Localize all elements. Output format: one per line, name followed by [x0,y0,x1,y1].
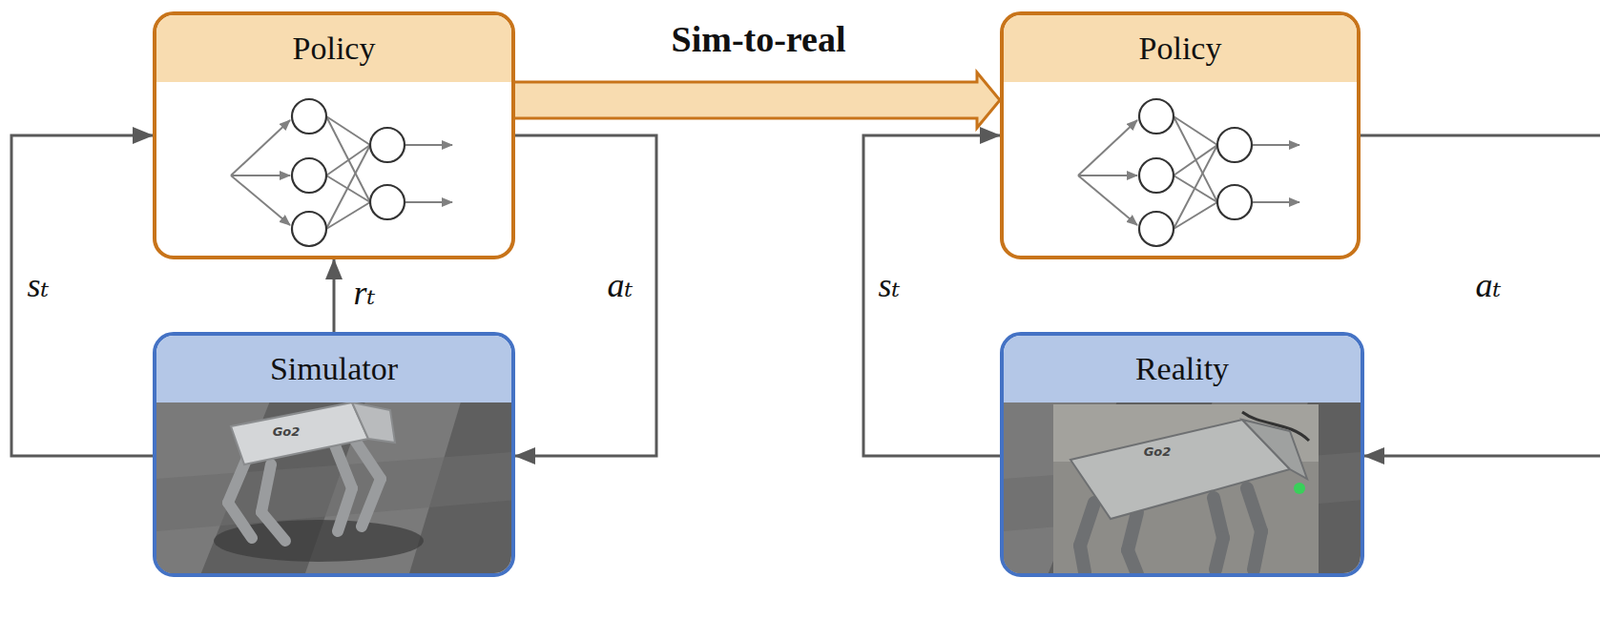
box-title: Policy [1139,15,1223,83]
reality-box: Reality [999,332,1365,578]
box-header: Simulator [156,335,512,403]
robot-photo [1127,550,1138,574]
robot-render [352,402,395,443]
neuron [1217,127,1252,163]
neural-network-icon [326,202,371,229]
robot-photo [1053,404,1319,574]
robot-photo [1053,404,1319,574]
neural-network-icon [1078,116,1300,229]
neural-network-icon [1078,174,1138,177]
neural-network-icon [230,120,291,176]
robot-render [261,512,286,541]
neuron [291,211,327,247]
neuron [370,185,405,220]
floor [156,398,512,574]
robot-photo [1080,502,1095,546]
neural-network-icon [1173,145,1218,176]
simulator-box: Simulator [152,332,516,578]
neuron [1139,211,1174,247]
box-header: Policy [156,15,512,83]
neural-network-icon [1251,201,1300,204]
robot-photo [1080,545,1085,573]
robot-photo [1253,531,1262,570]
connector-arrow [1360,135,1600,457]
connector-arrow [863,135,1000,457]
signal-label: sₜ [878,267,901,306]
neural-network-icon [230,174,291,177]
floor [156,450,512,532]
connector-arrow [332,259,336,333]
robot-photo [1215,538,1224,570]
robot-render [361,478,381,527]
neural-network-icon [230,175,291,226]
signal-label: aₜ [1475,267,1502,306]
box-title: Policy [292,15,376,83]
signal-label: rₜ [353,274,376,313]
neuron [1217,185,1252,220]
policy-box: Policy [152,11,516,260]
robot-render [352,436,381,479]
robot-render [230,402,369,465]
box-title: Simulator [270,335,398,403]
neuron [370,127,405,163]
neuron [1139,158,1174,193]
box-header: Reality [1003,335,1361,403]
robot-render [261,464,271,513]
floor [156,398,512,574]
neuron [291,99,327,134]
robot-render [228,502,252,539]
neuron [1139,99,1252,247]
transfer-arrow [513,72,1000,128]
neural-network-icon [1078,175,1138,226]
robot-photo [1293,482,1306,495]
neural-network-icon [404,201,453,204]
neuron [291,158,327,193]
robot-photo [1242,419,1308,479]
neural-network-icon [326,145,371,176]
robot-logo: Go2 [1143,444,1172,459]
box-title: Reality [1135,335,1229,403]
connector-arrow [11,135,153,457]
transfer-label: Sim-to-real [671,20,847,61]
policy-box: Policy [999,11,1361,260]
neuron [291,99,405,247]
neural-network-icon [326,145,371,229]
box-header: Policy [1003,15,1357,83]
neural-network-icon [1173,145,1218,229]
connector-arrow [515,135,657,457]
neural-network-icon [1251,144,1300,146]
neural-network-icon [1173,202,1218,229]
robot-render [332,440,353,489]
robot-photo [1246,488,1262,532]
neural-network-icon [1078,120,1138,176]
neural-network-icon [404,144,453,146]
signal-label: aₜ [607,267,634,306]
neural-network-icon [230,116,453,229]
neuron [1139,99,1174,134]
robot-render [213,402,424,562]
robot-render [337,488,353,532]
floor [1003,398,1361,574]
robot-logo: Go2 [272,424,301,439]
signal-label: sₜ [27,267,50,306]
floor [1003,398,1361,574]
